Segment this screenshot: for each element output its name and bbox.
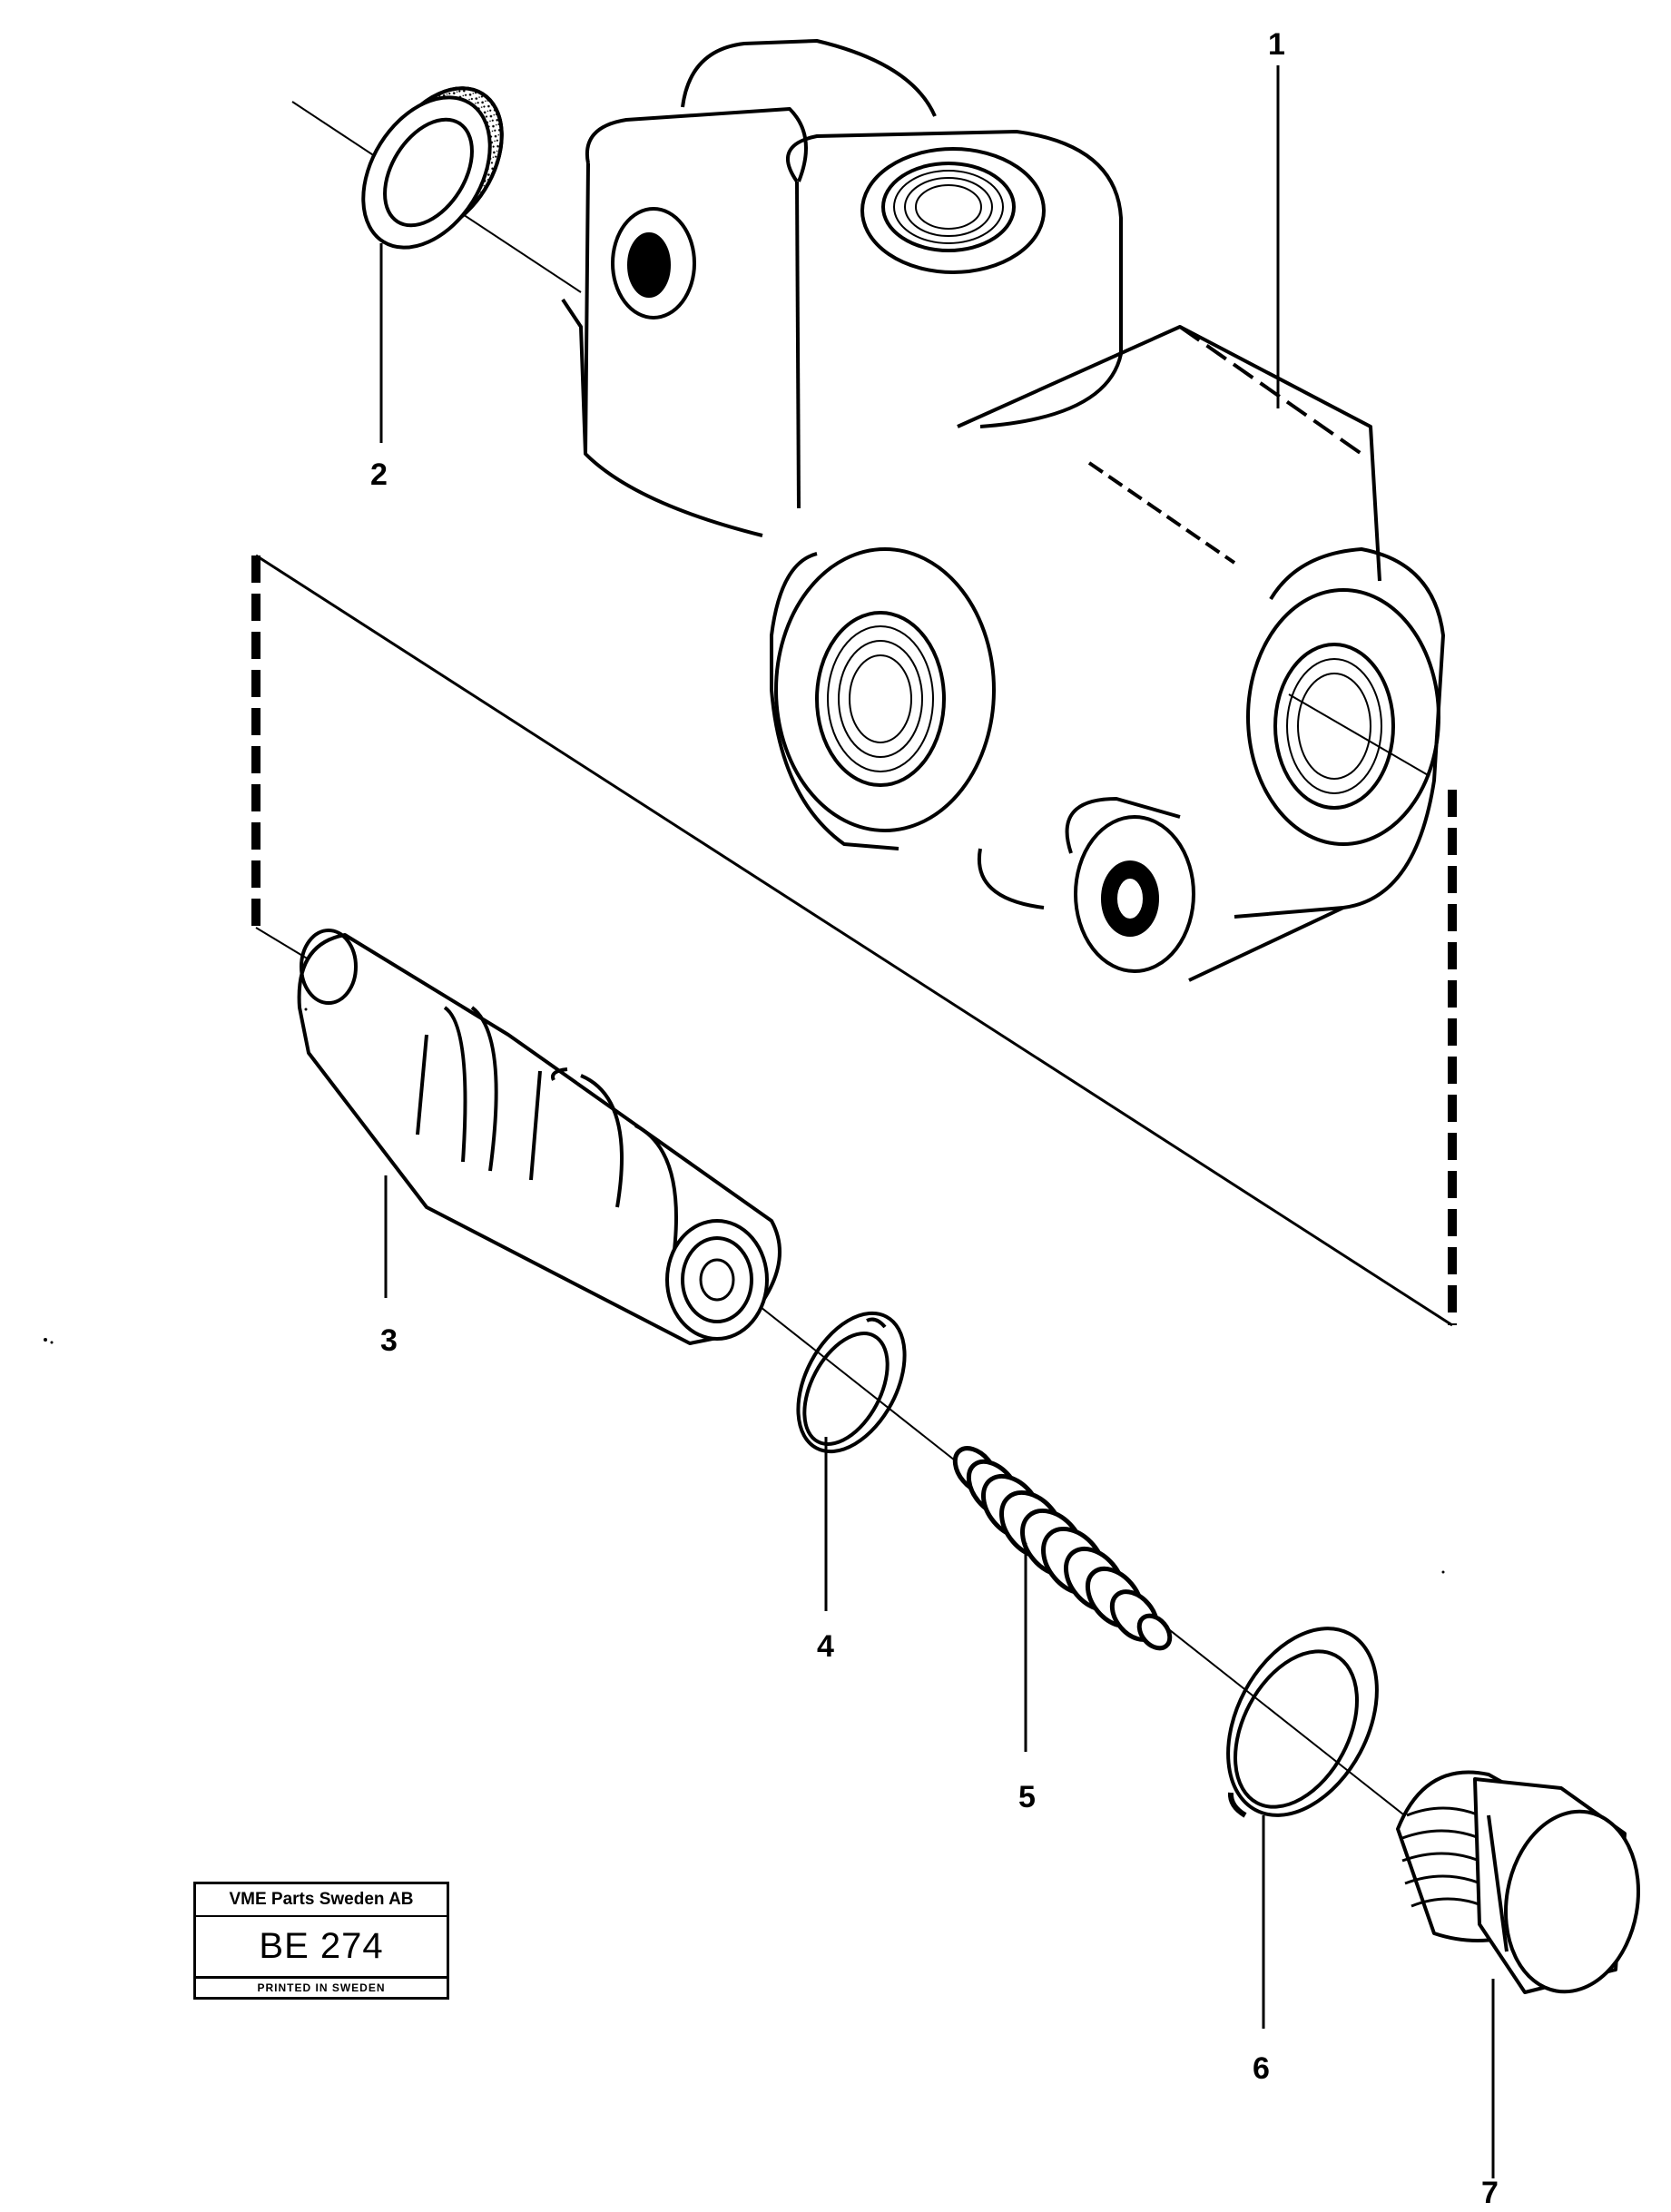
part-5-compression-spring — [952, 1446, 1173, 1651]
callout-7: 7 — [1481, 2176, 1499, 2210]
callout-4: 4 — [817, 1629, 834, 1664]
company-name: VME Parts Sweden AB — [196, 1884, 447, 1917]
callout-1: 1 — [1268, 27, 1285, 62]
part-6-sealing-washer — [1226, 1627, 1379, 1818]
assembly-frame — [251, 554, 1457, 1327]
callout-2: 2 — [370, 457, 388, 492]
callout-6: 6 — [1253, 2051, 1270, 2086]
part-2-sealing-washer — [361, 86, 504, 250]
drawing-code: BE 274 — [259, 1926, 384, 1966]
part-1-valve-body — [561, 39, 1445, 982]
leader-lines — [379, 65, 1495, 2178]
title-block: VME Parts Sweden AB BE 274 PRINTED IN SW… — [193, 1882, 449, 2000]
part-7-plug — [1396, 1770, 1641, 1994]
scan-specks — [44, 1008, 1445, 1574]
callout-3: 3 — [380, 1323, 398, 1358]
part-4-circlip — [796, 1311, 907, 1454]
callout-5: 5 — [1018, 1780, 1036, 1814]
part-3-valve-spool — [297, 929, 781, 1345]
printed-in-label: PRINTED IN SWEDEN — [196, 1976, 447, 1997]
